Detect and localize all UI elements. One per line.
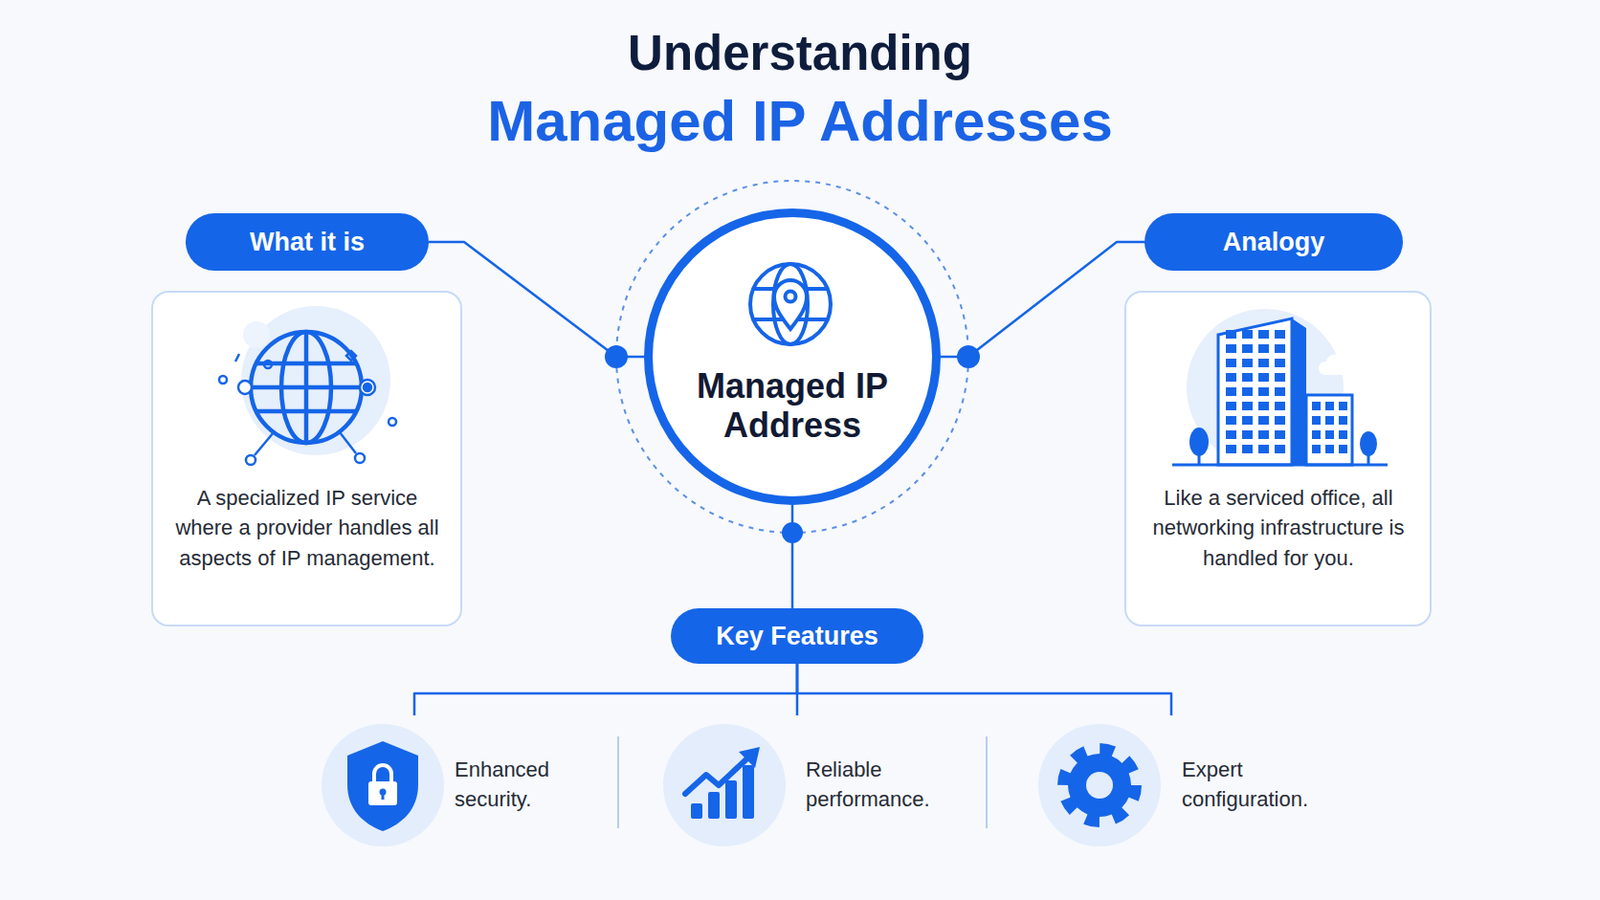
separator — [985, 736, 988, 829]
node-text: A specialized IP service where a provide… — [173, 483, 442, 574]
shield-lock-icon — [321, 724, 445, 847]
globe-illustration — [219, 306, 397, 466]
connector — [414, 664, 798, 716]
node-text: Enhanced security. — [454, 755, 570, 816]
feature-item: Reliable performance. — [660, 715, 948, 850]
growth-chart-icon — [663, 724, 786, 847]
box-fill — [151, 290, 463, 627]
circle-fill — [648, 213, 936, 501]
box-fill — [1124, 290, 1432, 627]
title: Understanding — [0, 24, 1600, 82]
pill-label: Key Features — [715, 622, 879, 652]
section-pill: Analogy — [1144, 213, 1403, 271]
section-pill: Key Features — [670, 608, 924, 665]
node-text: Expert configuration. — [1181, 755, 1340, 816]
section-pill: What it is — [185, 213, 429, 271]
node-text: Managed IP Address — [687, 366, 898, 446]
dashed-ring — [616, 180, 969, 534]
connector — [797, 664, 1172, 716]
feature-item: Expert configuration. — [1033, 715, 1350, 850]
building-illustration — [1172, 309, 1388, 467]
separator — [617, 736, 620, 829]
pill-label: Analogy — [1222, 227, 1326, 258]
junction-dot — [956, 345, 980, 369]
feature-item: Enhanced security. — [324, 715, 564, 850]
description-box: A specialized IP service where a provide… — [151, 290, 463, 627]
analogy-box: Like a serviced office, all networking i… — [1124, 290, 1432, 627]
connector — [791, 505, 795, 609]
pill-label: What it is — [249, 227, 365, 258]
connector — [940, 242, 1145, 357]
center-circle: Managed IP Address — [644, 208, 941, 506]
gear-icon — [1038, 724, 1161, 847]
node-text: Reliable performance. — [805, 755, 950, 816]
subtitle: Managed IP Addresses — [0, 88, 1600, 155]
junction-dot — [604, 345, 628, 369]
globe-pin-icon — [750, 264, 831, 345]
node-text: Like a serviced office, all networking i… — [1149, 483, 1408, 574]
junction-dot — [781, 522, 803, 544]
